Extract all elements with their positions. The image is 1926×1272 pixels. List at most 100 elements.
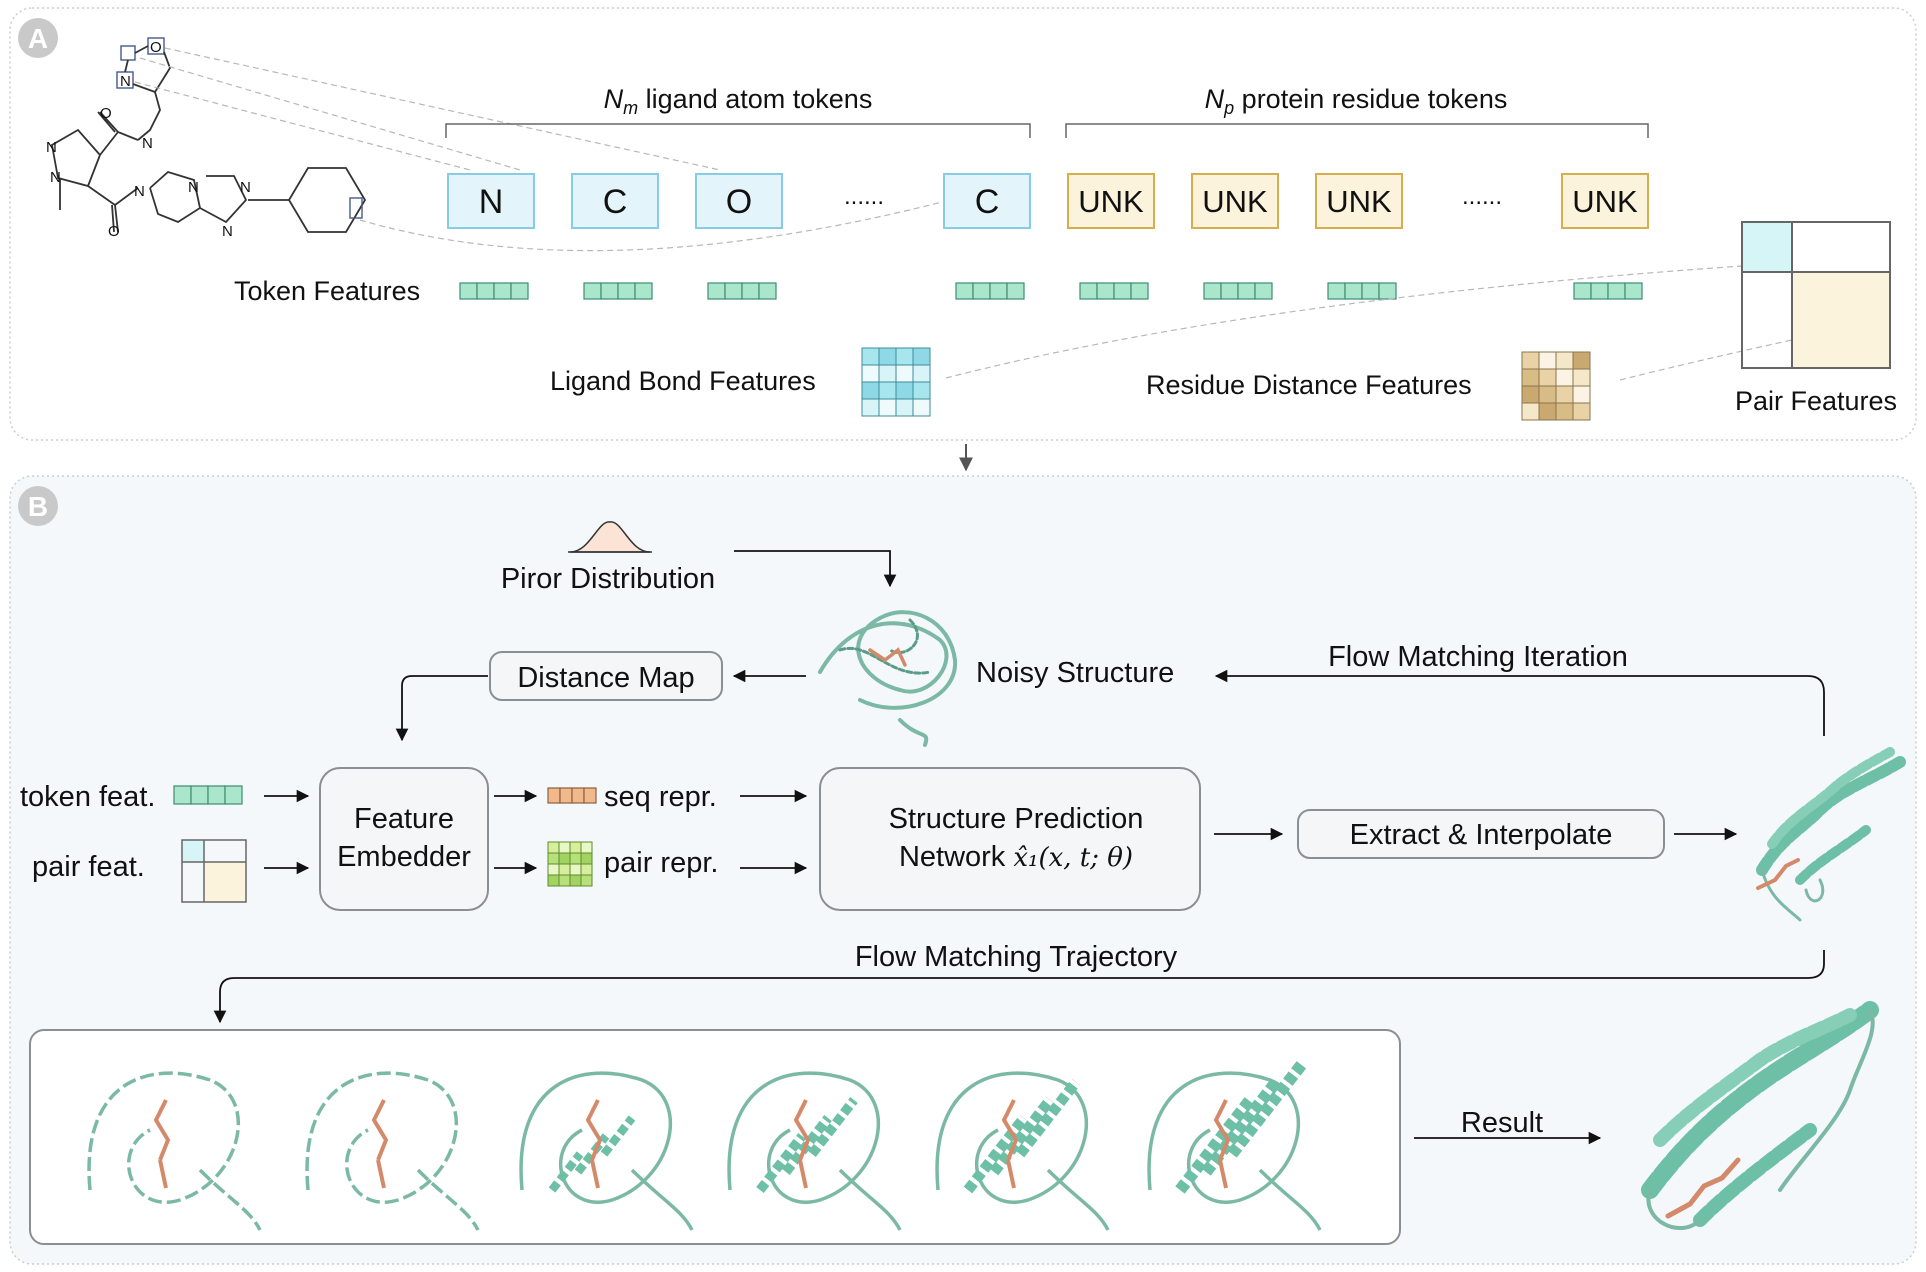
structure-prediction-network-box: Structure Prediction Network x̂₁(x, t; θ…	[819, 767, 1201, 911]
ligand-token-label: C	[975, 183, 1000, 221]
grid-cell	[1572, 385, 1591, 404]
grid-cell	[912, 381, 931, 400]
grid-cell	[878, 381, 897, 400]
feature-cell	[190, 785, 209, 805]
grid-cell	[558, 852, 571, 865]
grid-cell	[1572, 402, 1591, 421]
feature-cell	[1130, 282, 1149, 300]
trajectory-arrow	[213, 950, 1825, 1024]
protein-token-label: UNK	[1572, 184, 1638, 219]
feature-embedder-line2: Embedder	[337, 841, 471, 873]
grid-cell	[878, 364, 897, 383]
grid-cell	[580, 841, 593, 854]
pair-feat-icon	[181, 839, 247, 903]
grid-cell	[1538, 351, 1557, 370]
distance-to-embedder-arrow	[395, 675, 488, 742]
feature-cell	[1079, 282, 1098, 300]
pair-feature-connectors	[945, 265, 1793, 381]
grid-cell	[1538, 368, 1557, 387]
ligand-token: C	[943, 173, 1031, 229]
ligand-token-label: N	[479, 183, 504, 221]
grid-cell	[895, 364, 914, 383]
grid-cell	[580, 863, 593, 876]
grid-cell	[569, 841, 582, 854]
panel-a-badge: A	[18, 18, 58, 58]
ligand-token: C	[571, 173, 659, 229]
feature-cell	[1624, 282, 1643, 300]
atom-label-o3: O	[108, 223, 120, 240]
prior-distribution-curve	[568, 521, 652, 553]
pair-features-label: Pair Features	[1735, 386, 1897, 416]
prior-distribution-label: Piror Distribution	[501, 563, 715, 595]
trajectory-snapshot	[519, 1071, 694, 1231]
feature-cell	[617, 282, 636, 300]
grid-cell	[547, 852, 560, 865]
feature-cell	[1203, 282, 1222, 300]
feature-cell	[1006, 282, 1025, 300]
grid-cell	[569, 863, 582, 876]
feature-cell	[476, 282, 495, 300]
grid-cell	[558, 874, 571, 887]
feature-cell	[724, 282, 743, 300]
grid-cell	[1555, 402, 1574, 421]
token-feature-strips	[459, 282, 1643, 300]
atom-label-n3: N	[46, 139, 57, 156]
grid-cell	[547, 863, 560, 876]
grid-cell	[861, 381, 880, 400]
protein-token: UNK	[1561, 173, 1649, 229]
atom-label-n2: N	[142, 135, 153, 152]
trajectory-snapshots	[87, 1060, 1322, 1231]
noisy-structure-image	[818, 610, 958, 747]
feature-cell	[741, 282, 760, 300]
network-line1: Structure Prediction	[889, 803, 1144, 835]
ligand-molecule-drawing	[51, 37, 367, 233]
trajectory-snapshot	[1147, 1060, 1322, 1231]
ligand-tokens-symbol: N	[604, 84, 624, 114]
ligand-token: N	[447, 173, 535, 229]
flow-matching-trajectory-label: Flow Matching Trajectory	[855, 941, 1178, 973]
flow-matching-iteration-label: Flow Matching Iteration	[1328, 641, 1628, 673]
feature-cell	[571, 787, 585, 804]
protein-tokens-text: protein residue tokens	[1234, 84, 1507, 114]
grid-cell	[1538, 385, 1557, 404]
grid-cell	[1521, 402, 1540, 421]
molecule-atom-labels: O N N N O N O N N N N	[46, 39, 251, 240]
grid-cell	[1555, 385, 1574, 404]
grid-cell	[1555, 351, 1574, 370]
prior-to-noisy-arrow	[734, 550, 897, 588]
grid-cell	[1521, 368, 1540, 387]
feature-cell	[224, 785, 243, 805]
extract-interpolate-label: Extract & Interpolate	[1350, 819, 1613, 851]
panel-a-label: A	[28, 23, 48, 54]
feature-cell	[1220, 282, 1239, 300]
iteration-arrow	[1214, 669, 1825, 736]
atom-label-o2: O	[100, 105, 112, 122]
panel-b-label: B	[28, 491, 48, 522]
feature-cell	[459, 282, 478, 300]
grid-cell	[1572, 368, 1591, 387]
feature-cell	[600, 282, 619, 300]
feature-cell	[955, 282, 974, 300]
feature-cell	[583, 282, 602, 300]
grid-cell	[558, 863, 571, 876]
protein-token: UNK	[1191, 173, 1279, 229]
ligand-tokens-text: ligand atom tokens	[638, 84, 872, 114]
feature-cell	[1607, 282, 1626, 300]
feature-embedder-line1: Feature	[354, 803, 454, 835]
seq-repr-label: seq repr.	[604, 781, 717, 813]
feature-cell	[972, 282, 991, 300]
trajectory-frame	[29, 1029, 1401, 1245]
pair-features-matrix	[1741, 221, 1891, 369]
grid-cell	[547, 841, 560, 854]
feature-cell	[1237, 282, 1256, 300]
atom-label-o1: O	[150, 39, 162, 56]
protein-token-label: UNK	[1078, 184, 1144, 219]
grid-cell	[912, 398, 931, 417]
protein-token-ellipsis: ......	[1462, 183, 1502, 210]
feature-cell	[1573, 282, 1592, 300]
grid-cell	[547, 874, 560, 887]
protein-tokens-subscript: p	[1223, 98, 1234, 118]
molecule-token-connectors	[134, 47, 951, 252]
feature-cell	[1361, 282, 1380, 300]
